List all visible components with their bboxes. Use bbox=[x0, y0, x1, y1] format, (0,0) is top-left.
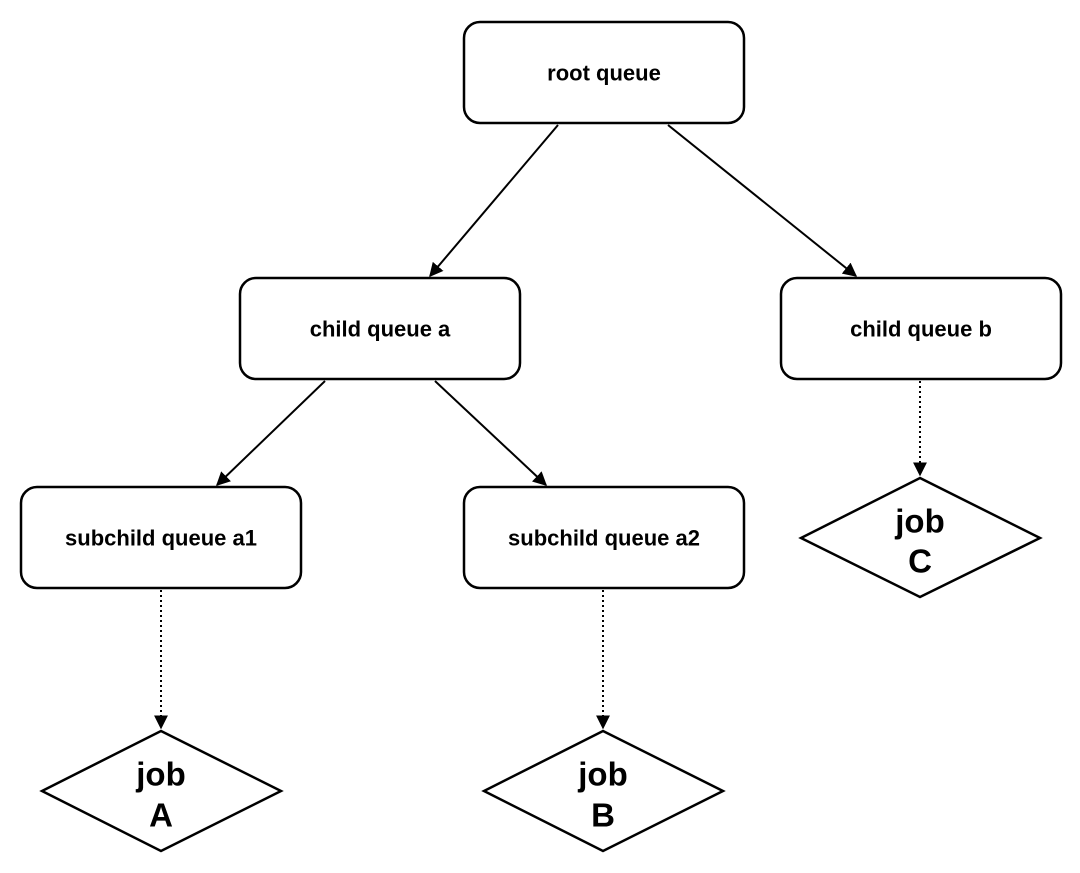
job-c-node: job C bbox=[798, 476, 1043, 599]
job-b-label-line2: B bbox=[591, 797, 615, 834]
root-queue-node: root queue bbox=[462, 20, 746, 125]
edge-root-to-child-b bbox=[667, 124, 858, 277]
job-c-label-line1: job bbox=[894, 503, 944, 540]
edge-root-to-child-a bbox=[429, 124, 559, 278]
job-b-label-line1: job bbox=[577, 756, 627, 793]
job-b-node: job B bbox=[481, 729, 726, 853]
subchild-queue-a2-node: subchild queue a2 bbox=[462, 485, 746, 590]
subchild-queue-a1-label: subchild queue a1 bbox=[65, 526, 257, 551]
job-a-node: job A bbox=[39, 729, 284, 853]
job-a-label-line2: A bbox=[149, 797, 173, 834]
edge-child-a-to-subchild-a2 bbox=[434, 380, 548, 486]
child-queue-b-node: child queue b bbox=[779, 276, 1063, 381]
subchild-queue-a2-label: subchild queue a2 bbox=[508, 526, 700, 551]
job-a-label-line1: job bbox=[135, 756, 185, 793]
root-queue-label: root queue bbox=[547, 61, 661, 86]
job-c-label-line2: C bbox=[908, 543, 932, 580]
subchild-queue-a1-node: subchild queue a1 bbox=[19, 485, 303, 590]
edge-child-a-to-subchild-a1 bbox=[215, 380, 326, 486]
child-queue-b-label: child queue b bbox=[850, 317, 992, 342]
child-queue-a-node: child queue a bbox=[238, 276, 522, 381]
child-queue-a-label: child queue a bbox=[310, 317, 451, 342]
